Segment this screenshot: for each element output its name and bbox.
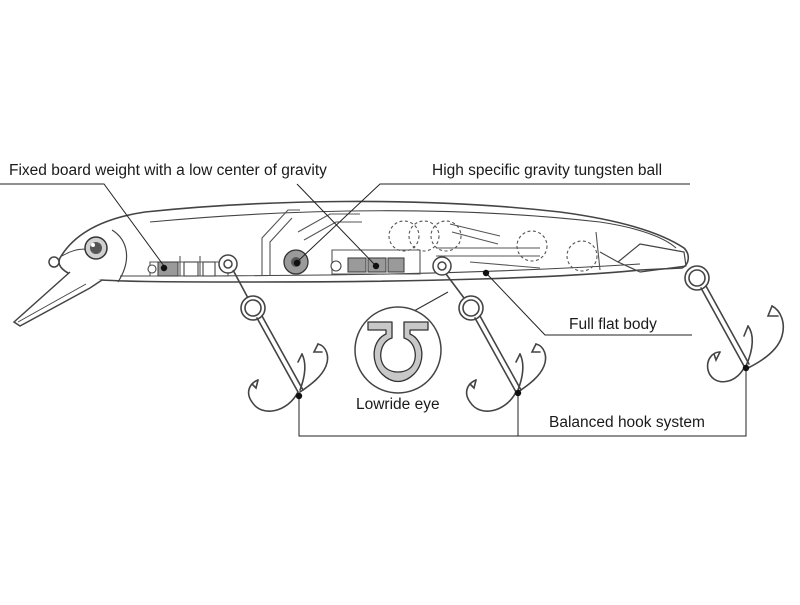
- ball-track-3: [430, 220, 462, 252]
- body-inner-top: [149, 210, 677, 249]
- dot-hook-front: [295, 392, 303, 400]
- split-ring-rear: [684, 265, 710, 291]
- label-tungsten-ball: High specific gravity tungsten ball: [432, 162, 663, 179]
- ball-track-4: [516, 230, 548, 262]
- leader-tungsten-2: [296, 183, 377, 267]
- dot-hook-rear: [742, 364, 750, 372]
- gill-line: [111, 229, 128, 283]
- board-weights: [147, 257, 405, 277]
- board-weight-center: [347, 257, 367, 273]
- lowride-eye-symbol: [367, 321, 429, 383]
- dot-flat-body: [482, 269, 490, 277]
- lowride-eye-inset: [354, 291, 449, 394]
- tail-plate: [617, 243, 687, 273]
- leader-dots: [160, 259, 750, 400]
- split-rings: [232, 265, 710, 321]
- dot-weight-center: [372, 262, 380, 270]
- diving-lip: [12, 271, 103, 327]
- internal-frame: [149, 209, 601, 277]
- leader-tungsten: [296, 183, 690, 263]
- label-lowride-eye: Lowride eye: [356, 396, 440, 413]
- leader-lines: [0, 183, 747, 437]
- split-ring-front: [240, 295, 266, 321]
- body-outline: [58, 200, 690, 283]
- dot-hook-middle: [514, 389, 522, 397]
- treble-hooks: [247, 285, 785, 412]
- ball-track-5: [566, 240, 598, 272]
- label-flat-body: Full flat body: [569, 316, 657, 333]
- dot-weight-front: [160, 264, 168, 272]
- treble-hook-front: [247, 315, 329, 412]
- label-hook-system: Balanced hook system: [549, 414, 705, 431]
- lure-head: [12, 229, 128, 327]
- ball-track-2: [408, 220, 440, 252]
- leader-board-weight: [0, 183, 165, 267]
- leader-flat-body: [485, 272, 692, 336]
- dot-tungsten: [293, 259, 301, 267]
- treble-hook-rear: [700, 285, 785, 383]
- belly-eyes: [218, 254, 452, 276]
- label-board-weight: Fixed board weight with a low center of …: [9, 162, 327, 179]
- ball-track-1: [388, 220, 420, 252]
- split-ring-middle: [458, 295, 484, 321]
- treble-hook-middle: [465, 315, 547, 412]
- line-tie: [48, 256, 60, 268]
- leader-hook-system: [298, 368, 747, 437]
